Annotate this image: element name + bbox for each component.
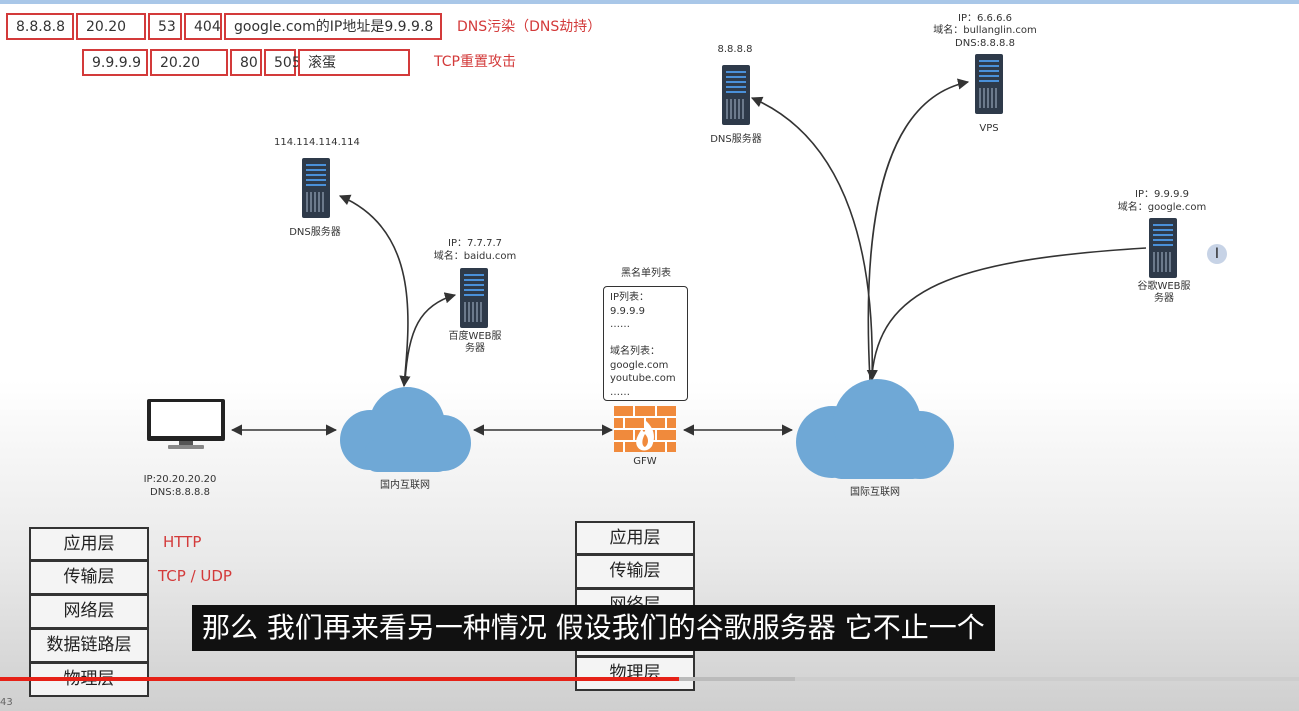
- blacklist-line: google.com: [610, 359, 669, 371]
- blacklist-title: 黑名单列表: [621, 268, 671, 279]
- tcp-row-cell-src-port: 80: [230, 49, 262, 76]
- top-border: [0, 0, 1299, 4]
- google-name-line1: 谷歌WEB服: [1137, 281, 1191, 292]
- protocol-tcp-udp: TCP / UDP: [158, 567, 232, 585]
- dns-row-cell-src-port: 53: [148, 13, 182, 40]
- arrow-vps-cloud: [867, 78, 970, 381]
- dns-row-cell-dst-port: 404: [184, 13, 222, 40]
- baidu-name-line2: 务器: [465, 343, 485, 354]
- osi-stack-left: 应用层 传输层 网络层 数据链路层 物理层: [29, 527, 149, 697]
- intl-dns-name: DNS服务器: [710, 134, 762, 145]
- vps-domain: 域名：bullanglin.com: [933, 25, 1037, 36]
- intl-internet-label: 国际互联网: [850, 487, 900, 498]
- baidu-domain: 域名：baidu.com: [433, 251, 517, 262]
- computer-icon: [147, 399, 225, 449]
- blacklist-line: [610, 332, 681, 346]
- blacklist-line: youtube.com: [610, 373, 676, 384]
- layer-application: 应用层: [29, 527, 149, 561]
- intl-dns-ip: 8.8.8.8: [717, 44, 753, 55]
- pc-ip: IP:20.20.20.20: [143, 474, 217, 485]
- text-cursor-icon: I: [1207, 244, 1227, 264]
- dns-poisoning-label: DNS污染（DNS劫持）: [457, 19, 602, 35]
- layer-application: 应用层: [575, 521, 695, 555]
- layer-physical: 物理层: [575, 657, 695, 691]
- intl-internet-cloud-icon: [796, 379, 954, 479]
- arrow-cn-dns-cloud: [338, 194, 411, 388]
- gfw-label: GFW: [633, 456, 657, 467]
- protocol-http: HTTP: [163, 533, 202, 551]
- layer-network: 网络层: [29, 595, 149, 629]
- blacklist-line: 9.9.9.9: [610, 305, 645, 317]
- cn-dns-server-icon: [302, 158, 330, 218]
- cn-internet-cloud-icon: [340, 387, 471, 472]
- video-subtitle: 那么 我们再来看另一种情况 假设我们的谷歌服务器 它不止一个: [192, 605, 995, 651]
- firewall-icon: [614, 406, 676, 452]
- progress-buffered: [679, 677, 795, 681]
- tcp-row-cell-payload: 滚蛋: [298, 49, 410, 76]
- tcp-row-cell-dst-port: 505: [264, 49, 301, 76]
- blacklist-line: ……: [610, 319, 630, 330]
- dns-row-cell-dst-ip: 20.20: [76, 13, 146, 40]
- blacklist-line: ……: [610, 386, 630, 398]
- tcp-reset-label: TCP重置攻击: [434, 54, 516, 70]
- vps-server-icon: [975, 54, 1003, 114]
- vps-name: VPS: [979, 123, 999, 134]
- intl-dns-server-icon: [722, 65, 750, 125]
- arrow-baidu-cloud: [404, 292, 457, 383]
- cn-internet-label: 国内互联网: [380, 480, 430, 491]
- layer-transport: 传输层: [575, 555, 695, 589]
- arrow-intl-dns-cloud: [750, 96, 878, 382]
- video-progress-bar[interactable]: [0, 677, 1299, 681]
- baidu-server-icon: [460, 268, 488, 328]
- layer-datalink: 数据链路层: [29, 629, 149, 663]
- blacklist-box: IP列表： 9.9.9.9 …… 域名列表： google.com youtub…: [603, 286, 688, 401]
- google-server-icon: [1149, 218, 1177, 278]
- pc-dns: DNS:8.8.8.8: [150, 487, 210, 498]
- blacklist-line: IP列表：: [610, 292, 649, 303]
- dns-row-cell-src-ip: 8.8.8.8: [6, 13, 74, 40]
- baidu-name-line1: 百度WEB服: [448, 331, 502, 342]
- progress-played: [0, 677, 680, 681]
- vps-ip: IP：6.6.6.6: [958, 13, 1012, 24]
- cn-dns-name: DNS服务器: [289, 227, 341, 238]
- google-domain: 域名：google.com: [1117, 202, 1207, 213]
- baidu-ip: IP：7.7.7.7: [448, 238, 502, 249]
- google-ip: IP：9.9.9.9: [1135, 189, 1189, 200]
- arrow-google-cloud: [871, 247, 1147, 376]
- tcp-row-cell-src-ip: 9.9.9.9: [82, 49, 148, 76]
- dns-row-cell-payload: google.com的IP地址是9.9.9.8: [224, 13, 442, 40]
- vps-dns: DNS:8.8.8.8: [955, 38, 1015, 49]
- layer-transport: 传输层: [29, 561, 149, 595]
- video-time: 43: [0, 697, 13, 708]
- cn-dns-ip: 114.114.114.114: [274, 137, 360, 148]
- google-name-line2: 务器: [1154, 293, 1174, 304]
- tcp-row-cell-dst-ip: 20.20: [150, 49, 228, 76]
- blacklist-line: 域名列表：: [610, 346, 660, 357]
